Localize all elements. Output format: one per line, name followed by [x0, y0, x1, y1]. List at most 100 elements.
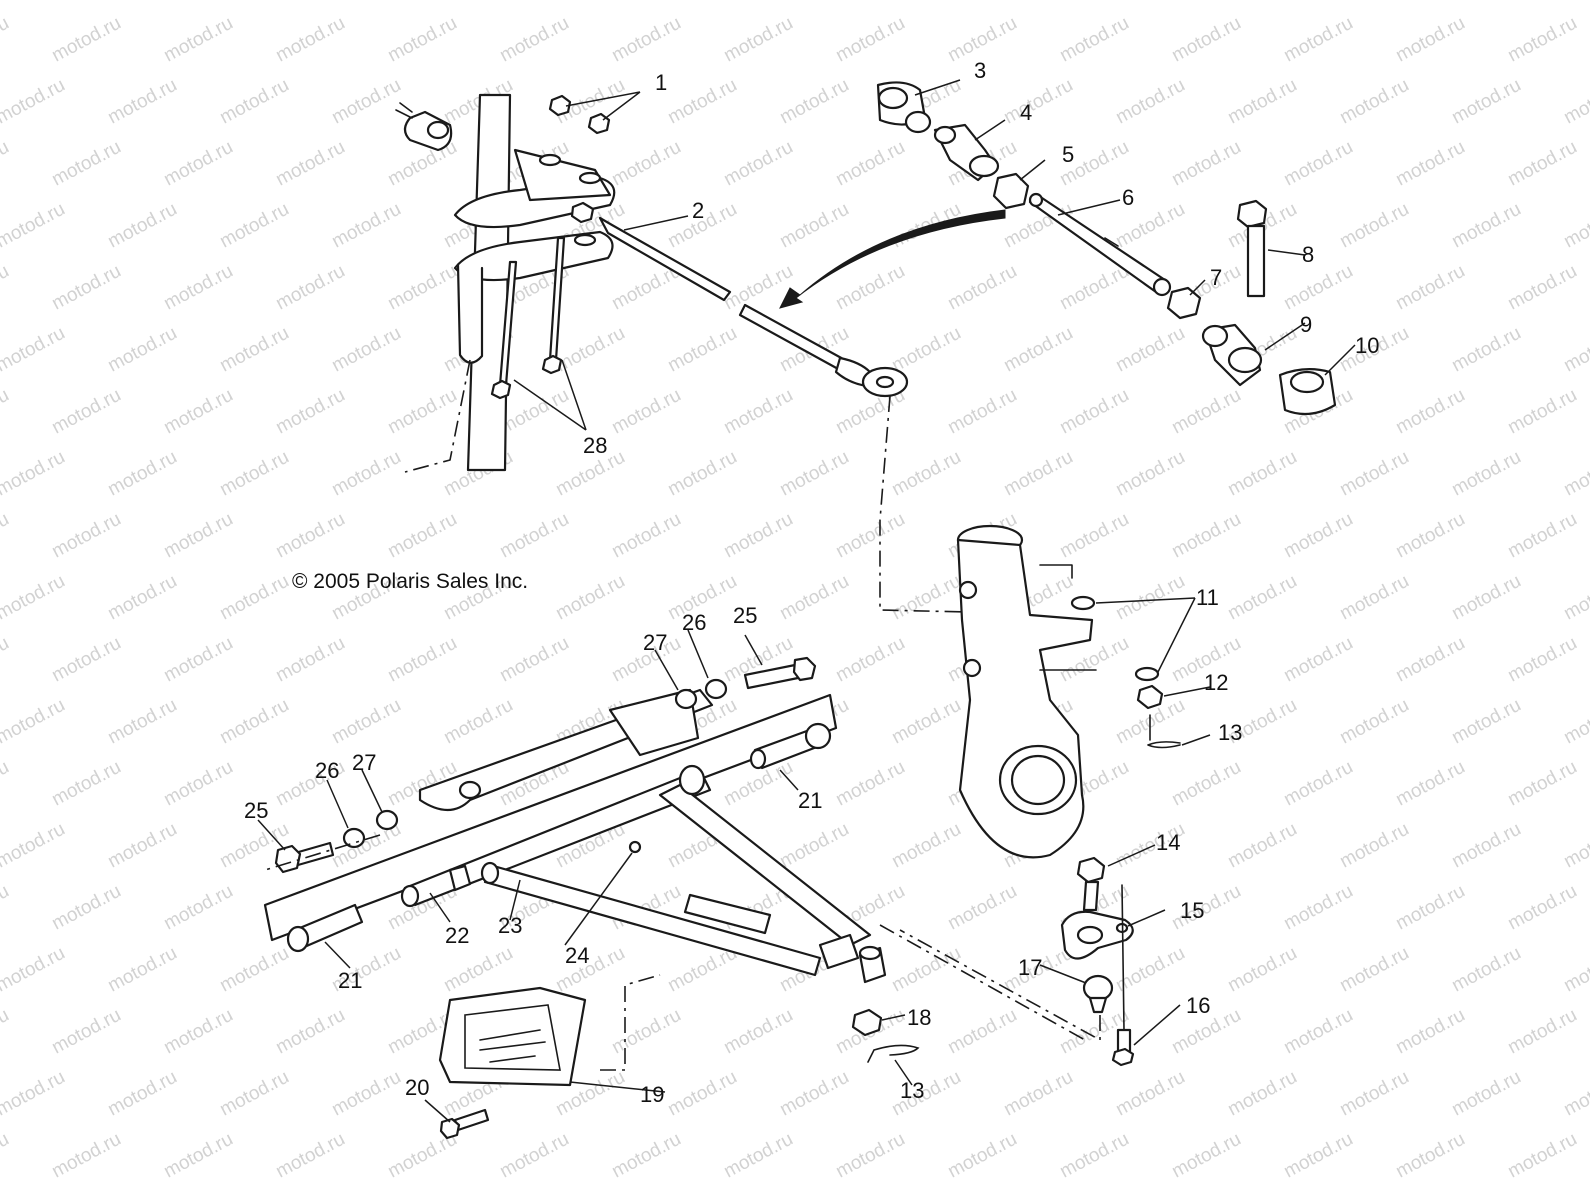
watermark-text: motod.ru — [160, 261, 236, 315]
callout-9: 9 — [1300, 312, 1312, 337]
rod-end-4 — [933, 123, 1000, 182]
bushing-21-right — [749, 722, 832, 770]
watermark-text: motod.ru — [48, 261, 124, 315]
watermark-text: motod.ru — [1560, 0, 1590, 4]
watermark-text: motod.ru — [0, 199, 69, 253]
callout-13-top: 13 — [1218, 720, 1242, 745]
watermark-text: motod.ru — [664, 75, 740, 129]
washer-26-left — [342, 827, 366, 849]
ball-joint-housing — [858, 945, 887, 984]
watermark-text: motod.ru — [888, 819, 964, 873]
watermark-text: motod.ru — [608, 509, 684, 563]
watermark-text: motod.ru — [720, 13, 796, 67]
watermark-text: motod.ru — [1280, 509, 1356, 563]
watermark-text: motod.ru — [48, 633, 124, 687]
watermark-text: motod.ru — [104, 943, 180, 997]
watermark-text: motod.ru — [0, 943, 69, 997]
watermark-text: motod.ru — [0, 137, 13, 191]
watermark-text: motod.ru — [0, 1005, 13, 1059]
watermark-text: motod.ru — [664, 447, 740, 501]
watermark-text: motod.ru — [384, 633, 460, 687]
watermark-text: motod.ru — [664, 1067, 740, 1121]
watermark-text: motod.ru — [0, 819, 69, 873]
watermark-text: motod.ru — [160, 13, 236, 67]
callout-27-top: 27 — [643, 630, 667, 655]
watermark-text: motod.ru — [1392, 1005, 1468, 1059]
watermark-text: motod.ru — [384, 261, 460, 315]
watermark-text: motod.ru — [1336, 0, 1412, 4]
watermark-text: motod.ru — [1504, 509, 1580, 563]
jam-nut-7 — [1166, 286, 1202, 320]
watermark-text: motod.ru — [832, 1129, 908, 1183]
watermark-text: motod.ru — [440, 0, 516, 4]
bolt-8 — [1236, 199, 1268, 298]
callout-18: 18 — [907, 1005, 931, 1030]
watermark-text: motod.ru — [1168, 13, 1244, 67]
watermark-text: motod.ru — [48, 137, 124, 191]
watermark-text: motod.ru — [832, 261, 908, 315]
watermark-text: motod.ru — [384, 385, 460, 439]
watermark-text: motod.ru — [216, 0, 292, 4]
watermark-text: motod.ru — [496, 509, 572, 563]
watermark-text: motod.ru — [272, 137, 348, 191]
watermark-text: motod.ru — [1112, 571, 1188, 625]
watermark-text: motod.ru — [832, 633, 908, 687]
watermark-text: motod.ru — [1504, 385, 1580, 439]
watermark-text: motod.ru — [216, 75, 292, 129]
callout-25-left: 25 — [244, 798, 268, 823]
watermark-text: motod.ru — [1280, 13, 1356, 67]
watermark-text: motod.ru — [328, 695, 404, 749]
watermark-text: motod.ru — [1392, 757, 1468, 811]
callout-19: 19 — [640, 1082, 664, 1107]
washer-11 — [1070, 595, 1160, 682]
callout-21-right: 21 — [798, 788, 822, 813]
callout-5: 5 — [1062, 142, 1074, 167]
watermark-text: motod.ru — [0, 447, 69, 501]
watermark-text: motod.ru — [552, 0, 628, 4]
watermark-text: motod.ru — [776, 571, 852, 625]
direction-arrow — [779, 209, 1006, 309]
grease-fitting-24 — [628, 840, 642, 854]
tie-rod — [598, 216, 969, 613]
watermark-text: motod.ru — [160, 1005, 236, 1059]
cotter-pin-13-top — [1147, 741, 1181, 749]
watermark-text: motod.ru — [1112, 323, 1188, 377]
watermark-text: motod.ru — [440, 695, 516, 749]
callout-13-bottom: 13 — [900, 1078, 924, 1103]
watermark-text: motod.ru — [1280, 261, 1356, 315]
watermark-text: motod.ru — [0, 633, 13, 687]
watermark-text: motod.ru — [1504, 633, 1580, 687]
watermark-text: motod.ru — [944, 1005, 1020, 1059]
callout-10: 10 — [1355, 333, 1379, 358]
watermark-text: motod.ru — [0, 261, 13, 315]
watermark-text: motod.ru — [1000, 323, 1076, 377]
watermark-text: motod.ru — [328, 323, 404, 377]
watermark-text: motod.ru — [1168, 509, 1244, 563]
watermark-text: motod.ru — [1280, 881, 1356, 935]
watermark-text: motod.ru — [1168, 757, 1244, 811]
watermark-text: motod.ru — [1560, 447, 1590, 501]
watermark-text: motod.ru — [104, 323, 180, 377]
watermark-text: motod.ru — [216, 447, 292, 501]
watermark-text: motod.ru — [1392, 881, 1468, 935]
callout-26-top: 26 — [682, 610, 706, 635]
watermark-text: motod.ru — [1504, 1005, 1580, 1059]
watermark-text: motod.ru — [272, 1129, 348, 1183]
watermark-text: motod.ru — [48, 881, 124, 935]
callout-25-top: 25 — [733, 603, 757, 628]
watermark-text: motod.ru — [0, 881, 13, 935]
watermark-text: motod.ru — [272, 385, 348, 439]
callout-15: 15 — [1180, 898, 1204, 923]
watermark-text: motod.ru — [1112, 75, 1188, 129]
watermark-text: motod.ru — [1000, 75, 1076, 129]
watermark-text: motod.ru — [720, 1005, 796, 1059]
watermark-text: motod.ru — [48, 385, 124, 439]
watermark-text: motod.ru — [608, 13, 684, 67]
watermark-text: motod.ru — [1448, 0, 1524, 4]
watermark-text: motod.ru — [384, 13, 460, 67]
watermark-text: motod.ru — [1336, 819, 1412, 873]
washer-27-left — [375, 809, 399, 831]
watermark-text: motod.ru — [776, 447, 852, 501]
callout-12: 12 — [1204, 670, 1228, 695]
watermark-text: motod.ru — [272, 261, 348, 315]
